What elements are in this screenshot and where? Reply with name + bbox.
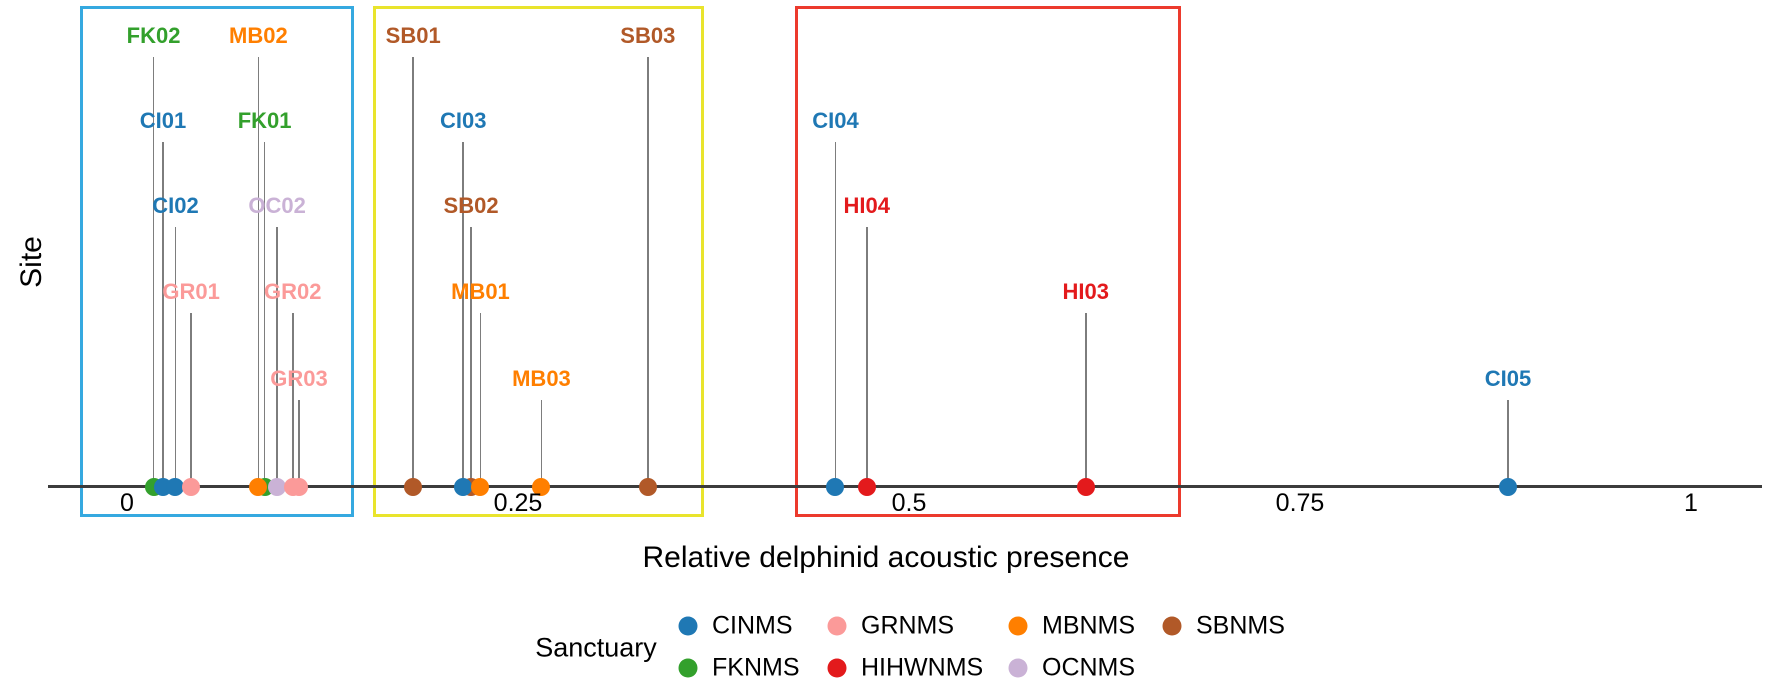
site-dot-ci05 <box>1499 478 1517 496</box>
lollipop-stem-fk01 <box>263 142 266 487</box>
group-box-blue <box>80 6 354 517</box>
legend-label-sbnms: SBNMS <box>1196 611 1285 640</box>
site-dot-gr03 <box>290 478 309 496</box>
legend-dot-fknms <box>678 658 698 678</box>
legend-dot-sbnms <box>1162 616 1182 636</box>
site-label-sb02: SB02 <box>443 193 499 218</box>
lollipop-stem-mb02 <box>257 57 260 487</box>
legend-label-grnms: GRNMS <box>861 611 955 640</box>
site-label-oc02: OC02 <box>248 193 306 218</box>
site-dot-ci04 <box>826 478 845 496</box>
lollipop-stem-sb01 <box>412 57 414 487</box>
site-dot-hi04 <box>857 478 876 496</box>
legend-label-mbnms: MBNMS <box>1042 611 1136 640</box>
legend-dot-grnms <box>827 616 847 636</box>
site-dot-sb01 <box>404 478 423 496</box>
legend-dot-mbnms <box>1008 616 1028 636</box>
legend-label-cinms: CINMS <box>712 611 793 640</box>
lollipop-stem-gr01 <box>190 313 192 487</box>
lollipop-stem-hi03 <box>1084 313 1087 487</box>
site-label-hi04: HI04 <box>843 193 891 218</box>
legend-label-hihwnms: HIHWNMS <box>861 653 984 681</box>
site-dot-gr01 <box>182 478 201 496</box>
lollipop-stem-oc02 <box>276 227 278 487</box>
legend-label-fknms: FKNMS <box>712 653 800 681</box>
legend-title: Sanctuary <box>535 632 657 663</box>
lollipop-stem-ci04 <box>834 142 837 487</box>
site-label-hi03: HI03 <box>1062 279 1109 304</box>
site-label-sb03: SB03 <box>620 23 676 48</box>
x-tick-label-1: 1 <box>1684 489 1698 517</box>
site-label-ci02: CI02 <box>152 193 199 218</box>
site-label-mb03: MB03 <box>512 366 571 391</box>
lollipop-stem-gr03 <box>298 400 300 487</box>
legend-label-ocnms: OCNMS <box>1042 653 1136 681</box>
lollipop-stem-ci03 <box>462 142 465 487</box>
lollipop-stem-fk02 <box>152 57 155 487</box>
site-dot-mb03 <box>532 478 551 496</box>
lollipop-stem-mb01 <box>479 313 482 487</box>
legend-dot-hihwnms <box>827 658 847 678</box>
lollipop-stem-sb03 <box>647 57 649 487</box>
site-label-mb02: MB02 <box>229 23 288 48</box>
site-dot-mb02 <box>249 478 268 496</box>
lollipop-stem-ci01 <box>162 142 164 487</box>
x-tick-label-0_75: 0.75 <box>1275 489 1325 517</box>
site-label-gr01: GR01 <box>162 279 220 304</box>
y-axis-title: Site <box>15 236 48 288</box>
lollipop-stem-ci05 <box>1507 400 1509 487</box>
site-dot-mb01 <box>471 478 490 496</box>
x-tick-label-0: 0 <box>120 489 134 517</box>
site-label-ci01: CI01 <box>139 108 187 133</box>
lollipop-stem-ci02 <box>174 227 177 487</box>
lollipop-stem-sb02 <box>470 227 472 487</box>
site-dot-sb03 <box>638 478 657 496</box>
site-dot-hi03 <box>1076 478 1095 496</box>
site-label-ci05: CI05 <box>1484 366 1532 391</box>
legend-dot-ocnms <box>1008 658 1028 678</box>
site-dot-ci03 <box>454 478 473 496</box>
group-box-red <box>794 6 1181 517</box>
site-label-fk02: FK02 <box>126 23 181 48</box>
x-tick-label-0_5: 0.5 <box>891 489 927 517</box>
site-label-ci04: CI04 <box>812 108 859 133</box>
site-label-fk01: FK01 <box>237 108 292 133</box>
site-label-sb01: SB01 <box>385 23 441 48</box>
site-label-gr02: GR02 <box>264 279 322 304</box>
group-box-yellow <box>372 6 704 517</box>
lollipop-stem-gr02 <box>291 313 294 487</box>
x-axis-title: Relative delphinid acoustic presence <box>642 541 1130 574</box>
site-label-gr03: GR03 <box>270 366 328 391</box>
site-dot-ci02 <box>166 478 185 496</box>
site-label-mb01: MB01 <box>451 279 510 304</box>
lollipop-stem-hi04 <box>865 227 868 487</box>
site-label-ci03: CI03 <box>440 108 487 133</box>
lollipop-stem-mb03 <box>540 400 543 487</box>
x-axis-line <box>48 485 1762 488</box>
site-dot-oc02 <box>268 478 287 496</box>
x-tick-label-0_25: 0.25 <box>493 489 543 517</box>
legend-dot-cinms <box>678 616 698 636</box>
